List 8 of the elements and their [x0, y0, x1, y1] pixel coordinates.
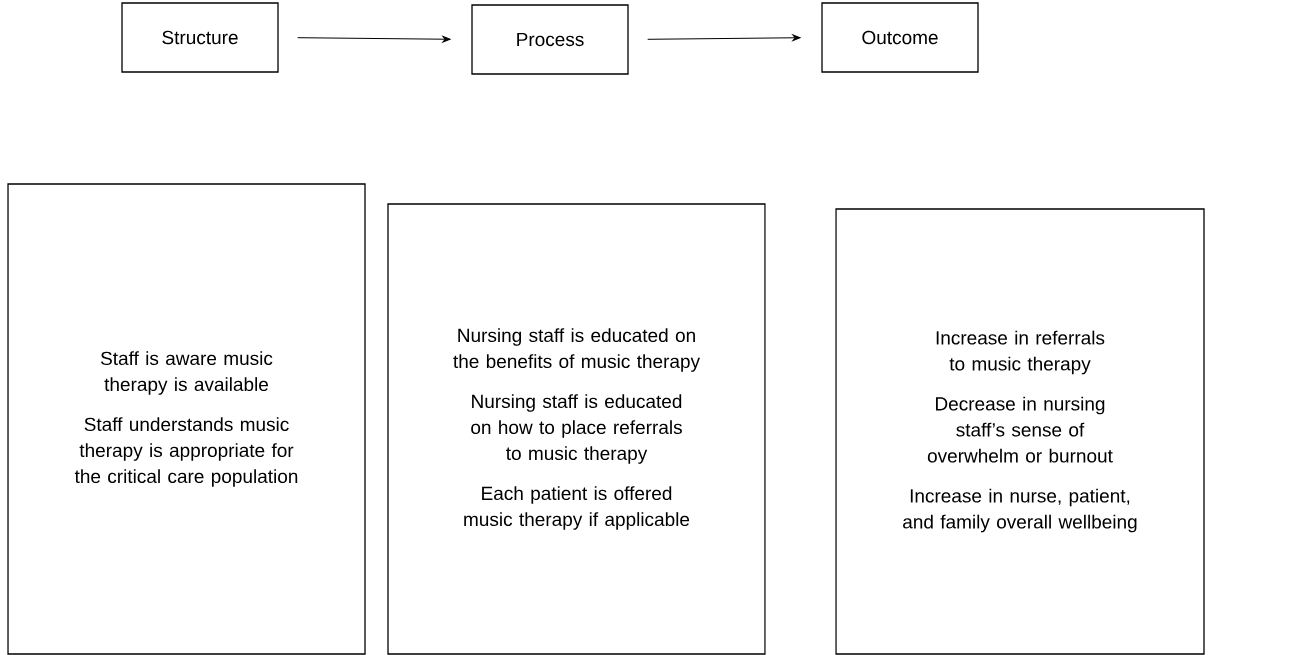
- text-box: Nursing staff is educated on the benefits of music therapy Nursing staff is educated on how to place referrals to music therapy Each patient is offered music therapy if applicable: [387, 203, 766, 655]
- arrow: [297, 35, 451, 43]
- heading-box: Structure: [121, 2, 279, 73]
- heading-box: Process: [471, 4, 629, 75]
- heading-box: Outcome: [821, 2, 979, 73]
- arrow: [647, 34, 801, 42]
- text-box: Staff is aware music therapy is available Staff understands music therapy is appropriate for the critical care population: [7, 183, 366, 655]
- text-box: Increase in referrals to music therapy Decrease in nursing staff’s sense of overwhelm or burnout Increase in nurse, patient, and family overall wellbeing: [835, 208, 1205, 655]
